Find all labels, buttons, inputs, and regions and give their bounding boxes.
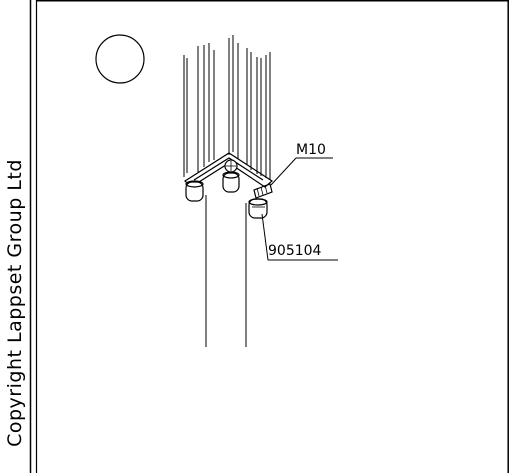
drawing-frame	[29, 0, 509, 473]
left-bolt	[185, 180, 204, 202]
leader-m10: M10	[270, 142, 333, 186]
center-bolt	[222, 159, 240, 193]
reference-circle	[95, 34, 145, 84]
right-bolt	[248, 183, 273, 219]
profile-fins	[183, 35, 271, 180]
part-number-label: 905104	[268, 243, 322, 259]
pole	[205, 195, 247, 347]
bolt-size-label: M10	[296, 142, 326, 158]
leader-905104: 905104	[261, 213, 338, 261]
